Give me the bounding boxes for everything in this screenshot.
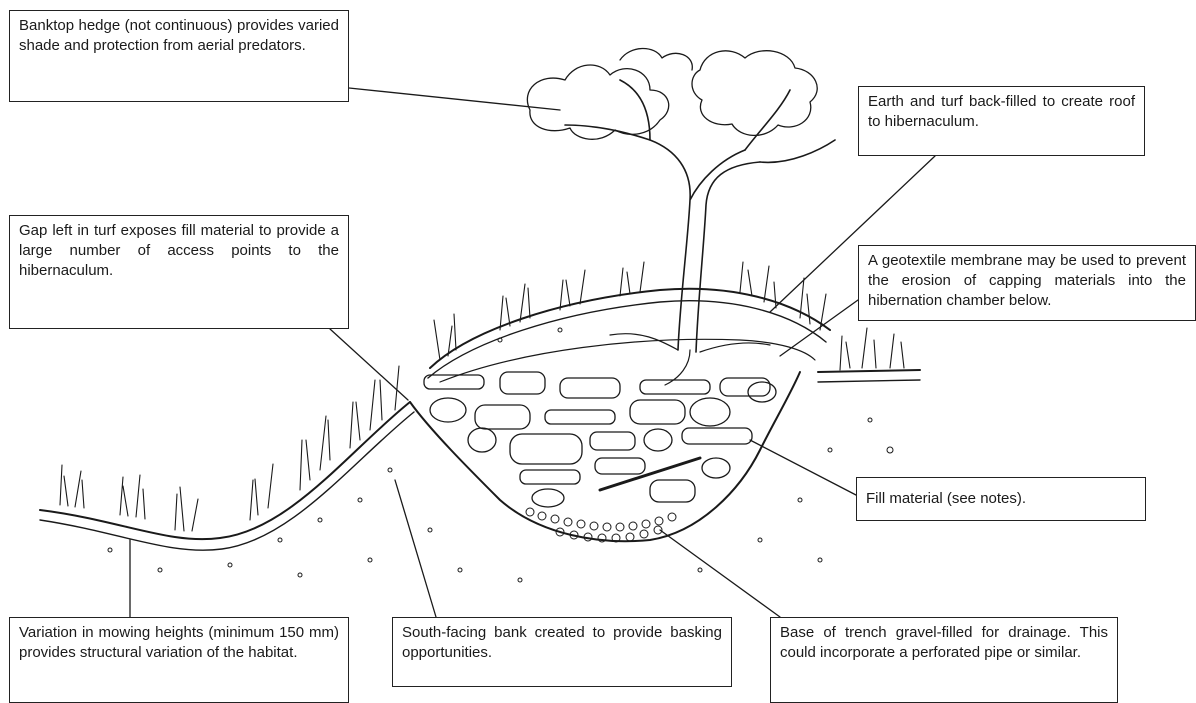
ground-right	[818, 370, 920, 372]
callout-bank-text: South-facing bank created to provide bas…	[402, 623, 722, 663]
leader-lines	[130, 88, 935, 617]
banktop-hedge-tree	[527, 48, 835, 385]
turf-layer-left	[40, 412, 414, 550]
callout-banktop-hedge: Banktop hedge (not continuous) provides …	[9, 10, 349, 102]
callout-earth-turf-roof: Earth and turf back-filled to create roo…	[858, 86, 1145, 156]
callout-trench-base: Base of trench gravel-filled for drainag…	[770, 617, 1118, 703]
fill-material	[424, 372, 776, 507]
grass-left	[60, 366, 399, 531]
callout-roof-text: Earth and turf back-filled to create roo…	[868, 92, 1135, 132]
callout-mowing-text: Variation in mowing heights (minimum 150…	[19, 623, 339, 663]
callout-geotextile-text: A geotextile membrane may be used to pre…	[868, 251, 1186, 311]
callout-base-text: Base of trench gravel-filled for drainag…	[780, 623, 1108, 663]
drainage-gravel	[526, 508, 676, 542]
canopy-top	[620, 48, 692, 70]
mound-turf-top	[430, 289, 830, 368]
callout-turf-gap: Gap left in turf exposes fill material t…	[9, 215, 349, 329]
canopy-right	[692, 51, 817, 136]
callout-mowing-heights: Variation in mowing heights (minimum 150…	[9, 617, 349, 703]
mound-roof-edge	[440, 339, 815, 382]
ground-profile-left	[40, 402, 410, 539]
roots	[610, 334, 770, 385]
callout-geotextile-membrane: A geotextile membrane may be used to pre…	[858, 245, 1196, 321]
callout-fill-text: Fill material (see notes).	[866, 489, 1136, 509]
grass-mound	[434, 262, 904, 370]
callout-gap-text: Gap left in turf exposes fill material t…	[19, 221, 339, 281]
callout-fill-material: Fill material (see notes).	[856, 477, 1146, 521]
soil-speckle	[108, 328, 893, 582]
callout-south-facing-bank: South-facing bank created to provide bas…	[392, 617, 732, 687]
callout-hedge-text: Banktop hedge (not continuous) provides …	[19, 16, 339, 56]
